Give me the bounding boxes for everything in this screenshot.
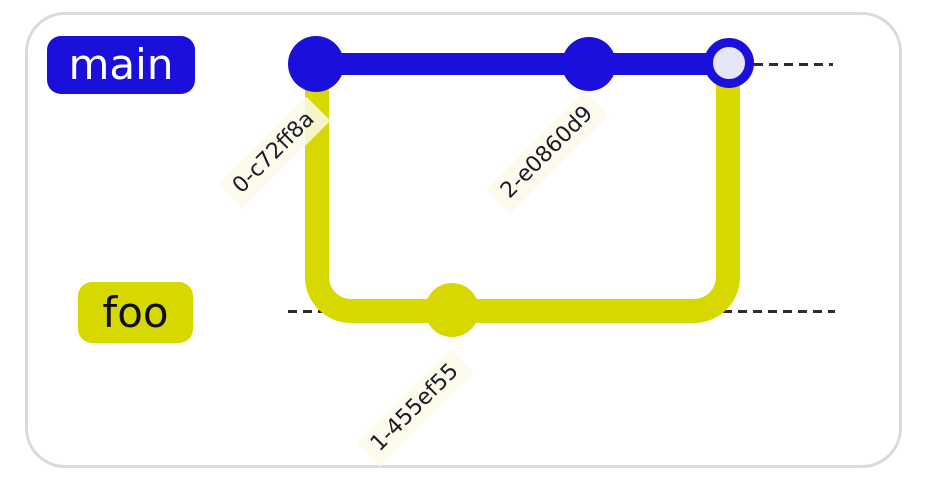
main-branch-guide-dotted-line: [754, 63, 833, 66]
merge-tip-commit-node: [704, 38, 754, 88]
branch-badge-foo: foo: [78, 282, 193, 343]
branch-badge-main-label: main: [68, 40, 174, 89]
commit-node-0-c72ff8a: [288, 36, 344, 92]
commit-node-1-455ef55: [425, 283, 479, 337]
branch-badge-main: main: [47, 36, 195, 94]
foo-branch-line: [305, 64, 740, 323]
branch-badge-foo-label: foo: [102, 287, 169, 337]
commit-node-2-e0860d9: [562, 37, 616, 91]
main-branch-line: [316, 53, 729, 75]
